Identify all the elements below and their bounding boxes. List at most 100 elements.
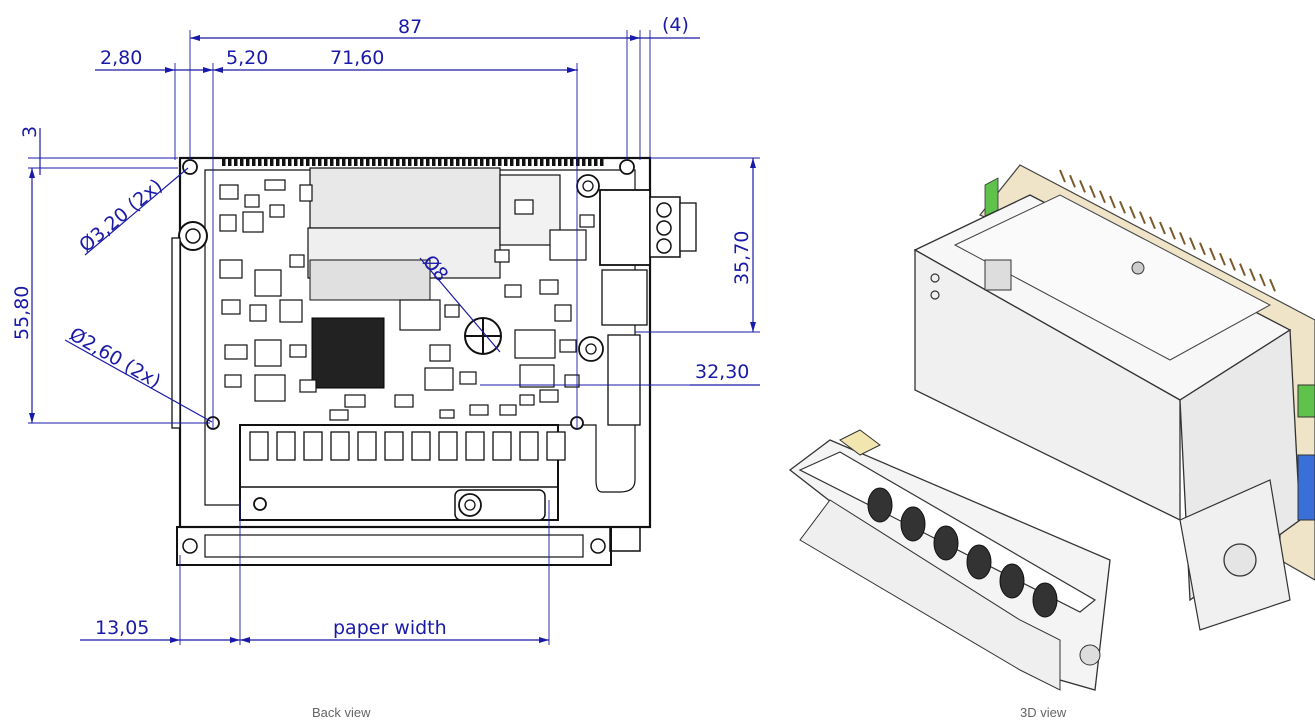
connector-tooth: [600, 158, 604, 166]
heat-fin: [1109, 195, 1116, 209]
dim-hole-diameter-upper: Ø3,20 (2x): [75, 175, 167, 257]
connector-tooth: [480, 158, 484, 166]
heat-fin: [1069, 174, 1076, 188]
cutter-tooth: [438, 431, 458, 461]
heat-fin: [1089, 185, 1096, 198]
connector-tooth: [408, 158, 412, 166]
terminal-wire-stub: [679, 202, 697, 252]
smd-component: [224, 374, 242, 388]
smd-component: [514, 199, 534, 215]
cutter-tooth: [492, 431, 512, 461]
connector-tooth: [258, 158, 262, 166]
cutter-frame: [239, 424, 559, 521]
smd-component: [554, 304, 572, 322]
connector-tooth: [474, 158, 478, 166]
smd-component: [429, 344, 451, 362]
heat-fin: [1129, 206, 1136, 219]
connector-tooth: [360, 158, 364, 166]
dim-offset-left: 2,80: [100, 47, 142, 69]
dim-hole-spacing: 71,60: [330, 47, 384, 69]
terminal-screw-3: [656, 238, 672, 254]
dim-connector-width: (4): [662, 14, 689, 36]
mounting-hole-top-right: [619, 159, 635, 175]
smd-component: [519, 364, 555, 388]
heat-fin: [1139, 211, 1146, 224]
heat-fin: [1239, 263, 1246, 276]
screw-top-right: [576, 174, 600, 198]
connector-tooth: [252, 158, 256, 166]
smd-component: [494, 249, 510, 263]
heat-fin: [1099, 190, 1106, 204]
base-plate: [176, 526, 612, 566]
smd-component: [439, 409, 455, 419]
smd-component: [219, 214, 237, 232]
roller: [1032, 582, 1058, 618]
connector-tooth: [300, 158, 304, 166]
smd-component: [279, 299, 303, 323]
terminal-block: [599, 189, 651, 266]
heat-fin: [1269, 278, 1276, 292]
smd-component: [504, 284, 522, 298]
dim-hole-diameter-lower: Ø2,60 (2x): [66, 323, 165, 393]
mcu-chip: [311, 317, 385, 389]
connector-tooth: [354, 158, 358, 166]
connector-tooth: [336, 158, 340, 166]
connector-tooth: [234, 158, 238, 166]
dim-paper-width: paper width: [333, 617, 447, 639]
connector-tooth: [558, 158, 562, 166]
smd-component: [244, 194, 260, 208]
terminal-screw-2: [656, 220, 672, 236]
connector-tooth: [270, 158, 274, 166]
connector-tooth: [486, 158, 490, 166]
connector-tooth: [540, 158, 544, 166]
smd-component: [424, 367, 454, 391]
connector-tooth: [498, 158, 502, 166]
side-connector-blue: [1297, 454, 1315, 521]
connector-tooth: [264, 158, 268, 166]
top-edge-connector: [222, 158, 604, 166]
heat-fin: [1119, 200, 1126, 214]
dim-paper-offset: 13,05: [95, 617, 149, 639]
cutter-tooth: [411, 431, 431, 461]
connector-tooth: [522, 158, 526, 166]
connector-tooth: [228, 158, 232, 166]
connector-tooth: [432, 158, 436, 166]
connector-tooth: [552, 158, 556, 166]
cutter-tooth: [249, 431, 269, 461]
connector-tooth: [282, 158, 286, 166]
connector-tooth: [582, 158, 586, 166]
base-hole-left: [182, 538, 198, 554]
smd-component: [254, 374, 286, 402]
pcb-inner-contour: [204, 169, 636, 506]
smd-component: [564, 374, 580, 388]
connector-right-mid: [601, 269, 648, 326]
heat-fin: [1199, 242, 1206, 256]
smd-component: [219, 259, 243, 279]
dim-overall-width: 87: [398, 16, 422, 38]
caption-3d-view: 3D view: [1020, 705, 1067, 720]
paper-rollers: [867, 487, 1058, 618]
smd-component: [394, 394, 414, 408]
cover-screw: [1131, 261, 1145, 275]
dim-hole-offset: 5,20: [226, 47, 268, 69]
roller: [900, 506, 926, 542]
connector-tooth: [288, 158, 292, 166]
connector-tooth: [468, 158, 472, 166]
connector-tooth: [402, 158, 406, 166]
smd-component: [249, 304, 267, 322]
smd-component: [539, 279, 559, 295]
heat-fin: [1209, 247, 1216, 261]
connector-tooth: [510, 158, 514, 166]
heat-fin: [1149, 216, 1156, 230]
ribbon-block-3: [309, 259, 431, 301]
smd-component: [299, 184, 313, 202]
smd-component: [289, 254, 305, 268]
smd-component: [299, 379, 317, 393]
smd-component: [519, 394, 535, 406]
roller: [933, 525, 959, 561]
housing-cover: [953, 194, 1272, 361]
connector-tooth: [372, 158, 376, 166]
connector-tooth: [516, 158, 520, 166]
green-tab: [984, 177, 999, 217]
dim-overall-height: 55,80: [11, 286, 33, 340]
